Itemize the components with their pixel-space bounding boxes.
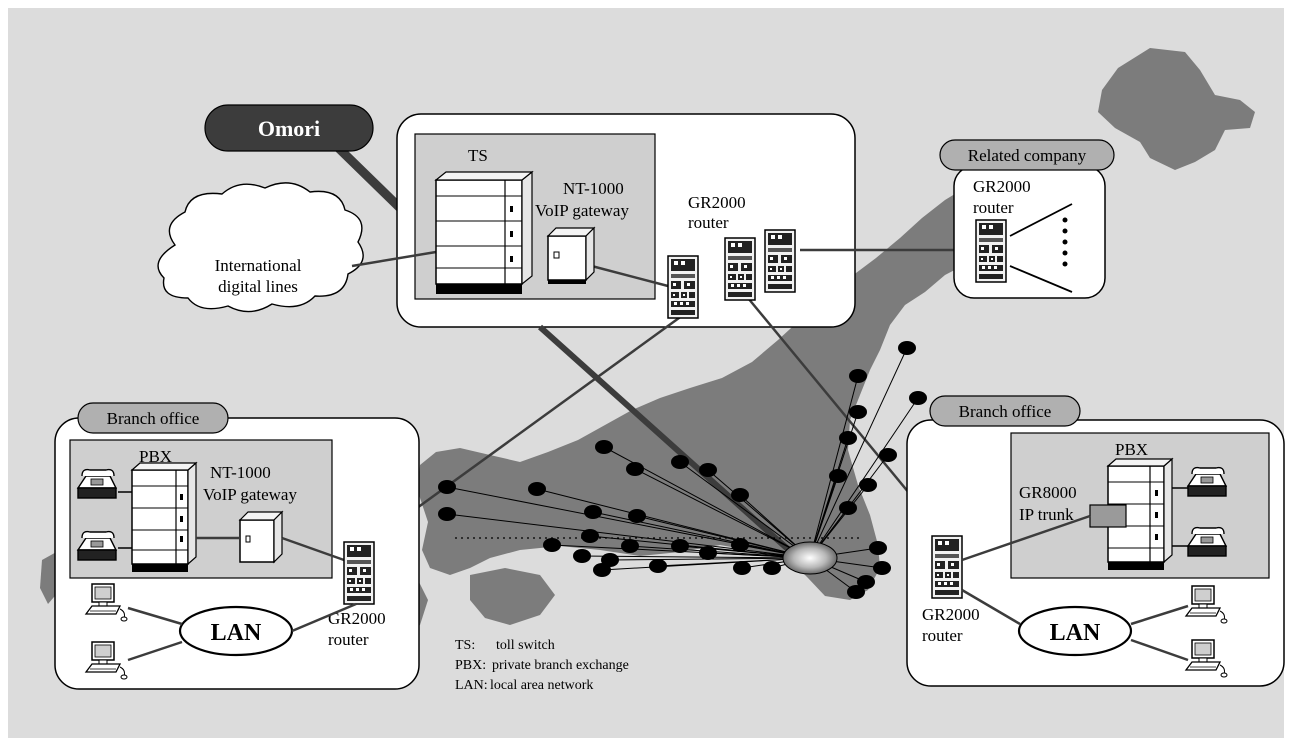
ts-switch (434, 170, 534, 294)
branch-right-trunk-line-1: GR8000 (1019, 483, 1077, 502)
branch-right-router (931, 535, 963, 599)
branch-right-pbx (1106, 457, 1174, 570)
related-router-line-2: router (973, 198, 1014, 217)
branch-right-router-line-2: router (922, 626, 963, 645)
branch-left-gateway-line-2: VoIP gateway (203, 485, 297, 504)
branch-right-trunk-line-2: IP trunk (1019, 505, 1074, 524)
branch-right-tag-label: Branch office (959, 402, 1052, 421)
branch-right-lan-label: LAN (1050, 620, 1101, 646)
branch-office-right-tag (929, 395, 1081, 427)
branch-left-voip-gateway (238, 510, 284, 564)
legend-text-3: local area network (490, 678, 593, 693)
branch-left-gateway-router-link (281, 536, 345, 562)
tokyo-hub (782, 541, 838, 575)
branch-left-gateway-line-1: NT-1000 (210, 463, 271, 482)
branch-right-phone-1 (1187, 466, 1227, 497)
ts-label: TS (468, 146, 488, 165)
legend: TS: toll switch PBX: private branch exch… (455, 638, 629, 693)
legend-abbr-3: LAN: (455, 678, 488, 693)
center-gateway-line-1: NT-1000 (563, 179, 624, 198)
center-voip-gateway (546, 226, 596, 284)
related-company-tag (939, 139, 1115, 171)
branch-left-phone-1 (77, 468, 117, 499)
branch-left-tag-label: Branch office (107, 409, 200, 428)
branch-left-lan-router-link (291, 602, 357, 633)
related-router-line-1: GR2000 (973, 177, 1031, 196)
center-gateway-line-2: VoIP gateway (535, 201, 629, 220)
cloud-line-2: digital lines (218, 277, 298, 296)
related-fanout (1009, 203, 1073, 293)
legend-abbr-1: TS: (455, 638, 475, 653)
branch-left-pc-link-1 (127, 606, 183, 626)
branch-left-router-line-1: GR2000 (328, 609, 386, 628)
center-router-2 (724, 237, 756, 301)
branch-right-router-lan-link (961, 588, 1021, 626)
related-router (975, 219, 1007, 283)
center-router-line-1: GR2000 (688, 193, 746, 212)
branch-right-router-line-1: GR2000 (922, 605, 980, 624)
center-router-3 (764, 229, 796, 293)
center-router-line-2: router (688, 213, 729, 232)
hub-nodes (438, 341, 927, 599)
branch-office-left-tag (77, 402, 229, 434)
branch-left-pbx-label: PBX (139, 447, 172, 466)
cloud-line-1: International (215, 256, 302, 275)
branch-left-pbx (130, 461, 198, 572)
international-lines-cloud: International digital lines (157, 182, 364, 313)
legend-text-2: private branch exchange (492, 658, 629, 673)
branch-right-lan (1017, 605, 1133, 657)
branch-right-phone-2 (1187, 526, 1227, 557)
branch-left-phone-2 (77, 530, 117, 561)
legend-abbr-2: PBX: (455, 658, 486, 673)
branch-left-lan-label: LAN (211, 620, 262, 646)
related-company-tag-label: Related company (968, 146, 1087, 165)
center-router-1 (667, 255, 699, 319)
branch-left-pc-link-2 (127, 640, 183, 662)
branch-right-router-trunk-link (961, 514, 1091, 562)
omori-callout: Omori (204, 104, 374, 152)
omori-hub-link (537, 324, 803, 563)
branch-right-pbx-label: PBX (1115, 440, 1148, 459)
omori-label: Omori (258, 116, 320, 141)
ip-trunk-card (1089, 504, 1127, 528)
branch-left-router (343, 541, 375, 605)
legend-text-1: toll switch (496, 638, 555, 653)
branch-left-router-line-2: router (328, 630, 369, 649)
branch-right-pc-link-2 (1130, 638, 1189, 662)
branch-right-pc-link-1 (1130, 604, 1189, 626)
